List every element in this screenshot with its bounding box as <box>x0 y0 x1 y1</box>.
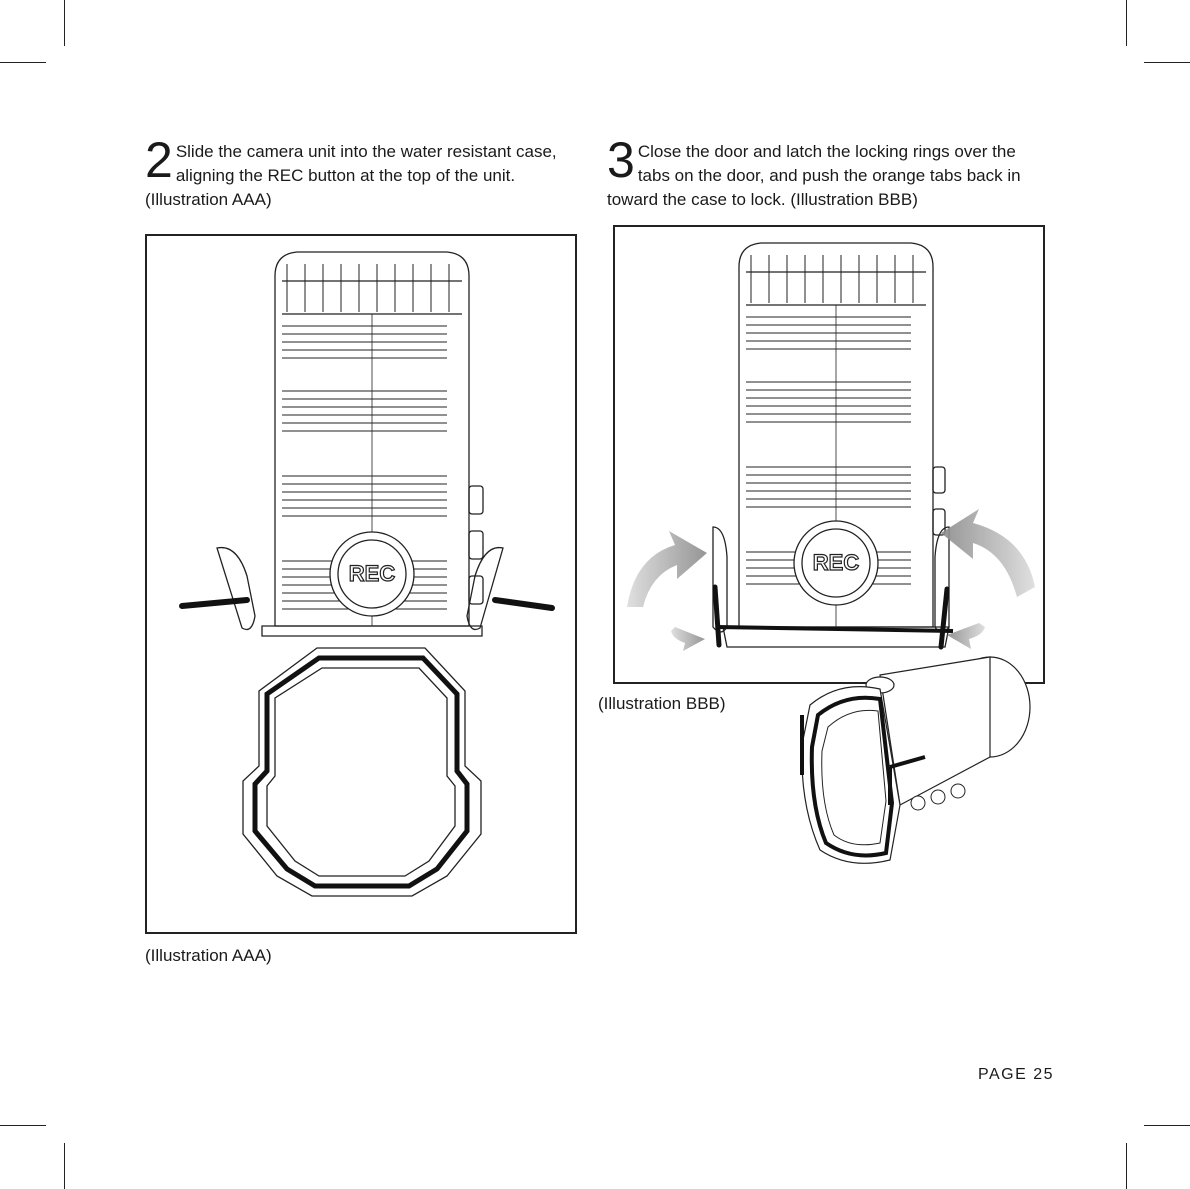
step-3-instruction: 3 Close the door and latch the locking r… <box>607 132 1047 212</box>
step-number: 2 <box>145 132 173 188</box>
rec-button-icon <box>793 520 879 606</box>
camera-case-open-illustration <box>179 251 555 897</box>
rec-button-label: REC <box>812 549 860 575</box>
camera-case-closed-illustration <box>627 242 1035 651</box>
crop-mark <box>1144 62 1190 63</box>
illustration-aaa-caption: (Illustration AAA) <box>145 946 272 965</box>
crop-mark <box>1126 0 1127 46</box>
step-2-instruction: 2 Slide the camera unit into the water r… <box>145 132 585 212</box>
illustration-bbb-caption: (Illustration BBB) <box>598 694 726 713</box>
rotate-arrow-icon <box>941 509 1035 649</box>
rotate-arrow-icon <box>627 531 707 651</box>
page-number: PAGE 25 <box>978 1066 1055 1083</box>
rec-button-label: REC <box>348 560 396 586</box>
rec-button-icon <box>329 531 415 617</box>
step-number: 3 <box>607 132 635 188</box>
crop-mark <box>64 1143 65 1189</box>
crop-mark <box>0 62 46 63</box>
closed-case-perspective-illustration <box>800 656 1031 864</box>
step-text: Slide the camera unit into the water res… <box>145 142 557 209</box>
illustration-bbb-frame: REC <box>613 225 1045 684</box>
step-text: Close the door and latch the locking rin… <box>607 142 1021 209</box>
crop-mark <box>1126 1143 1127 1189</box>
illustration-aaa-frame: REC <box>145 234 577 934</box>
crop-mark <box>64 0 65 46</box>
crop-mark <box>1144 1125 1190 1126</box>
crop-mark <box>0 1125 46 1126</box>
